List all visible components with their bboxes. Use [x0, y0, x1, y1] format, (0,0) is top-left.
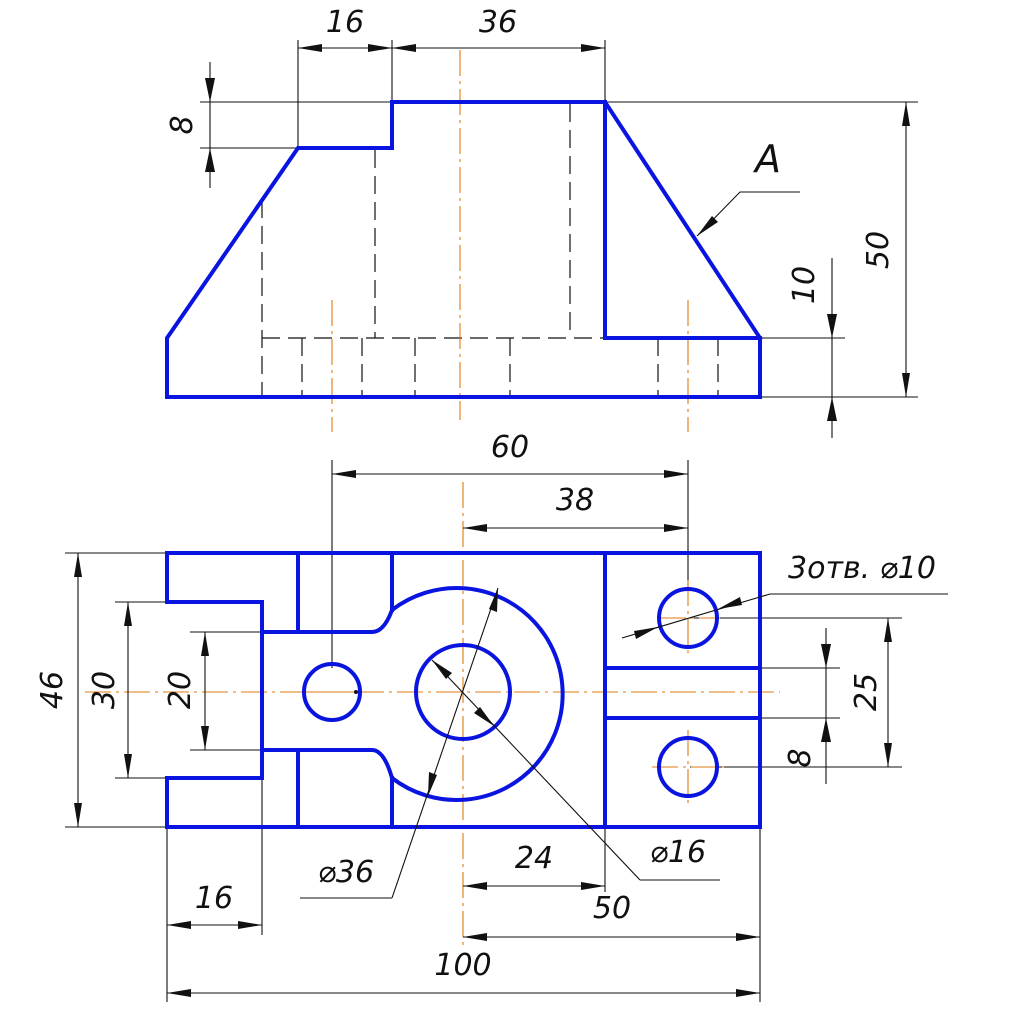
dim-label-24: 24 [515, 841, 553, 876]
boss-hole-d16 [414, 643, 512, 741]
top-extension-lines [65, 460, 902, 1002]
holes-note-leader [621, 593, 948, 639]
front-dimensions: 16 36 8 50 10 A [165, 5, 910, 438]
dim-label-25: 25 [849, 673, 884, 711]
top-dimensions: 60 38 3отв. ⌀10 46 30 20 25 [35, 430, 948, 997]
dim-label-46: 46 [35, 671, 70, 709]
mount-hole-top-right [657, 587, 719, 649]
dim-label-60: 60 [491, 430, 529, 465]
dim-label-100: 100 [434, 948, 491, 983]
view-a-leader [696, 191, 800, 237]
mount-hole-bottom-right [657, 736, 719, 798]
front-hidden-lines [261, 104, 760, 397]
front-center-lines [331, 50, 689, 432]
front-outline [165, 99, 763, 399]
top-view: 60 38 3отв. ⌀10 46 30 20 25 [35, 430, 948, 1002]
dim-label-16: 16 [326, 5, 364, 40]
dim-label-8-front: 8 [165, 115, 200, 134]
front-extension-lines [200, 40, 918, 398]
dim-label-36: 36 [479, 5, 517, 40]
top-outline [165, 551, 762, 829]
front-view: 16 36 8 50 10 A [165, 5, 918, 438]
dim-label-8-top: 8 [783, 748, 818, 767]
dim-label-16-top: 16 [195, 881, 233, 916]
dim-label-20: 20 [163, 671, 198, 709]
dim-label-10: 10 [787, 266, 822, 304]
view-a-label: A [752, 137, 781, 181]
dim-label-50-top: 50 [593, 891, 631, 926]
dim-label-38: 38 [556, 483, 594, 518]
holes-note-label: 3отв. ⌀10 [788, 551, 936, 586]
dim-label-50-front: 50 [861, 231, 896, 269]
dim-label-d16: ⌀16 [650, 835, 706, 870]
dim-label-d36: ⌀36 [318, 855, 374, 890]
dim-label-30: 30 [87, 671, 122, 709]
top-center-lines [85, 482, 780, 948]
mount-hole-left [302, 662, 362, 722]
